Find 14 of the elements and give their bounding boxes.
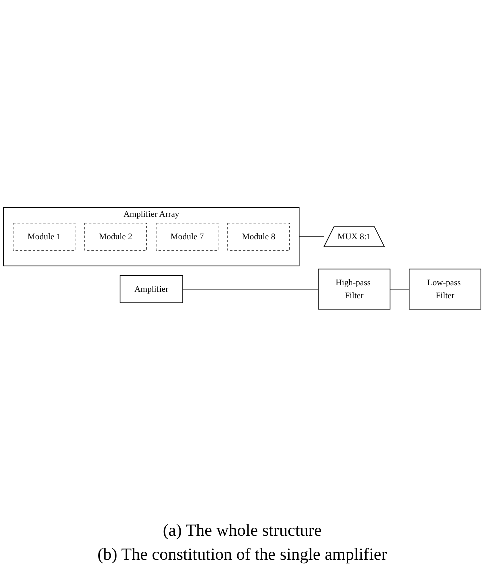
- node-box: [409, 268, 482, 310]
- connector: [299, 236, 325, 238]
- figure-caption: (a) The whole structure: [162, 521, 323, 541]
- node-box: [156, 222, 219, 251]
- node-box: [120, 275, 184, 304]
- connector: [182, 288, 319, 290]
- node-box: [318, 268, 391, 310]
- node-box: [228, 222, 290, 251]
- block-diagram: Amplifier Array Module 1 Module 2 Module 7 Module 8 MUX 8:1 Amplifier High-pass Filter Low-pass Filter: [0, 204, 485, 314]
- node-box: [13, 222, 76, 251]
- node-box: [84, 222, 148, 251]
- cluster: [4, 207, 300, 266]
- connector: [390, 288, 410, 290]
- figure-caption: (b) The constitution of the single amplifier: [98, 545, 388, 565]
